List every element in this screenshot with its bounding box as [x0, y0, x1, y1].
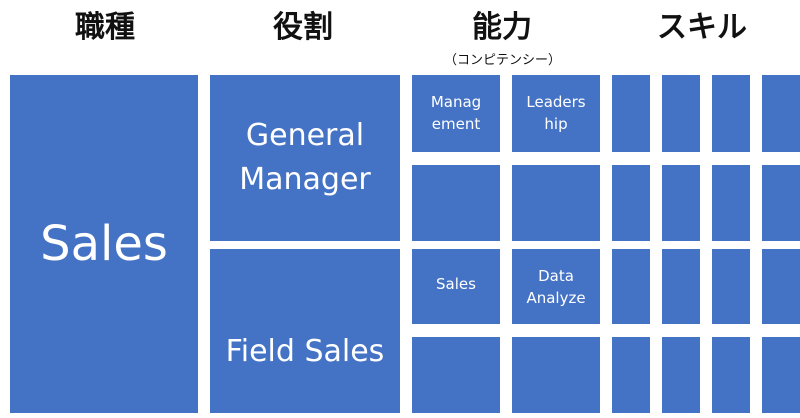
job-box-sales: Sales [10, 75, 198, 413]
ability-label-line1: Data [538, 267, 574, 285]
ability-cell-sales: Sales [412, 249, 500, 324]
ability-cell-empty [512, 165, 600, 241]
job-label: Sales [40, 216, 168, 272]
header-ability: 能力 [472, 10, 532, 45]
ability-cell-empty [512, 337, 600, 413]
header-role: 役割 [273, 10, 333, 45]
ability-label-line2: hip [544, 115, 568, 133]
header-skill: スキル [657, 10, 747, 45]
ability-label-line2: Analyze [526, 289, 586, 307]
ability-label-line1: Leaders [526, 93, 586, 111]
row-divider [406, 152, 800, 165]
ability-label-line1: Manag [430, 93, 482, 111]
role-label-line1: General [245, 118, 365, 153]
ability-cell-data-analyze: Data Analyze [512, 249, 600, 324]
ability-cell-leadership: Leaders hip [512, 75, 600, 152]
ability-label-line2: ement [431, 115, 481, 133]
row-divider [406, 324, 800, 337]
ability-cell-management: Manag ement [412, 75, 500, 152]
ability-cell-empty [412, 337, 500, 413]
ability-label-line1: Sales [436, 275, 476, 293]
header-ability-subtitle: （コンピテンシー） [443, 53, 561, 68]
role-box-field-sales: Field Sales [210, 249, 400, 413]
header-job-type: 職種 [75, 10, 135, 45]
ability-cell-empty [412, 165, 500, 241]
role-box-general-manager: General Manager [210, 75, 400, 241]
role-label-line2: Manager [239, 162, 371, 197]
role-label-line1: Field Sales [225, 334, 385, 369]
